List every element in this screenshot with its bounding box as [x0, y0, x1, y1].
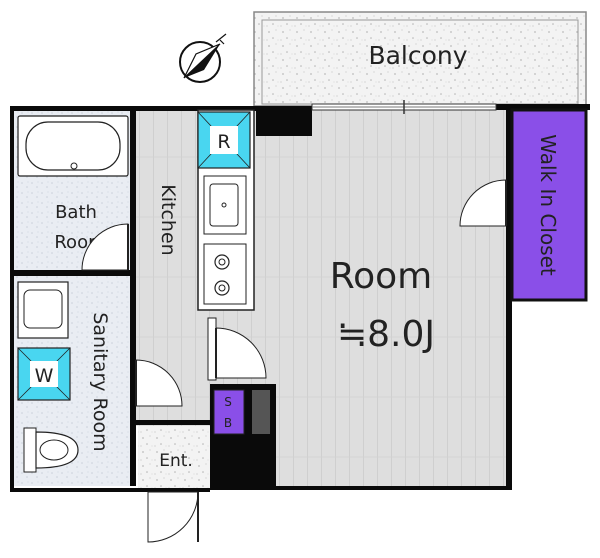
walk-in-closet-label: Walk In Closet [536, 134, 560, 276]
kitchen-label: Kitchen [157, 184, 179, 255]
bath-room-label-line1: Bath [55, 202, 97, 223]
front-door[interactable] [147, 491, 199, 543]
bathtub [17, 115, 129, 177]
balcony-label: Balcony [368, 41, 467, 70]
shoe-box-label-line2: B [224, 416, 232, 430]
shoe-box-label-line1: S [224, 395, 232, 409]
compass-north-icon [179, 33, 227, 83]
shoe-box: S B [213, 389, 270, 435]
entrance-floor [138, 426, 210, 488]
kitchen-counter: R [197, 109, 255, 311]
walk-in-closet: Walk In Closet [510, 108, 588, 302]
bath-door[interactable] [81, 223, 129, 271]
main-room-floor [256, 110, 506, 490]
washbasin [17, 281, 69, 339]
entrance-label: Ent. [159, 451, 193, 471]
main-room-size: ≒8.0J [337, 314, 435, 355]
washer-label: W [35, 365, 54, 387]
main-room-label: Room [330, 256, 433, 297]
sanitary-room-label: Sanitary Room [89, 312, 111, 451]
sanitary-door[interactable] [135, 359, 183, 407]
refrigerator-label: R [217, 131, 230, 153]
closet-door[interactable] [459, 179, 507, 227]
balcony: Balcony [253, 11, 587, 107]
washer: W [17, 347, 71, 401]
toilet-icon [23, 427, 79, 473]
balcony-window [311, 100, 497, 114]
room-door[interactable] [207, 317, 267, 381]
